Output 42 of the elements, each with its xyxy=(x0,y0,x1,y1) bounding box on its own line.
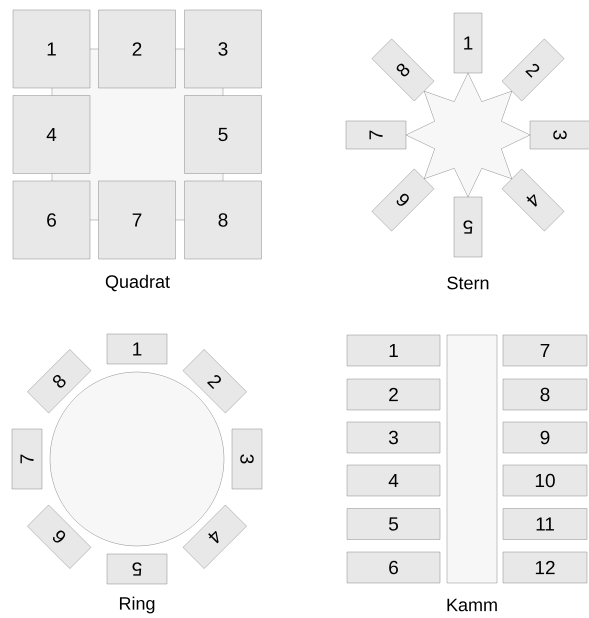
numbered-box: 7 xyxy=(12,428,42,490)
numbered-box: 6 xyxy=(12,180,90,260)
caption: Stern xyxy=(447,276,488,290)
numbered-box: 6 xyxy=(27,504,92,569)
caption: Quadrat xyxy=(106,274,170,292)
numbered-box: 12 xyxy=(502,552,588,584)
numbered-box: 10 xyxy=(502,464,588,496)
numbered-box: 11 xyxy=(502,508,588,540)
numbered-box: 2 xyxy=(346,378,440,410)
numbered-box: 2 xyxy=(502,38,564,102)
numbered-box: 8 xyxy=(27,349,92,414)
numbered-box: 3 xyxy=(346,422,440,454)
numbered-box: 1 xyxy=(12,10,90,88)
numbered-box: 6 xyxy=(372,168,434,232)
numbered-box: 5 xyxy=(184,95,262,174)
numbered-box: 4 xyxy=(182,504,247,569)
numbered-box: 7 xyxy=(346,120,406,150)
numbered-box: 3 xyxy=(530,120,589,150)
numbered-box: 8 xyxy=(502,378,588,410)
bar-shape xyxy=(446,334,498,584)
numbered-box: 2 xyxy=(98,10,176,88)
numbered-box: 5 xyxy=(454,196,482,258)
numbered-box: 7 xyxy=(98,180,176,260)
numbered-box: 8 xyxy=(184,180,262,260)
numbered-box: 1 xyxy=(346,334,440,366)
numbered-box: 5 xyxy=(106,554,168,584)
caption: Kamm xyxy=(447,598,497,612)
numbered-box: 9 xyxy=(502,422,588,454)
numbered-box: 1 xyxy=(454,12,482,74)
circle-shape xyxy=(50,372,224,546)
numbered-box: 4 xyxy=(346,464,440,496)
numbered-box: 4 xyxy=(12,95,90,174)
numbered-box: 8 xyxy=(372,38,434,102)
numbered-box: 3 xyxy=(232,428,262,490)
numbered-box: 5 xyxy=(346,508,440,540)
numbered-box: 4 xyxy=(502,168,564,232)
numbered-box: 6 xyxy=(346,552,440,584)
numbered-box: 1 xyxy=(106,334,168,364)
numbered-box: 3 xyxy=(184,10,262,88)
numbered-box: 7 xyxy=(502,334,588,366)
numbered-box: 2 xyxy=(182,349,247,414)
caption: Ring xyxy=(120,596,154,614)
